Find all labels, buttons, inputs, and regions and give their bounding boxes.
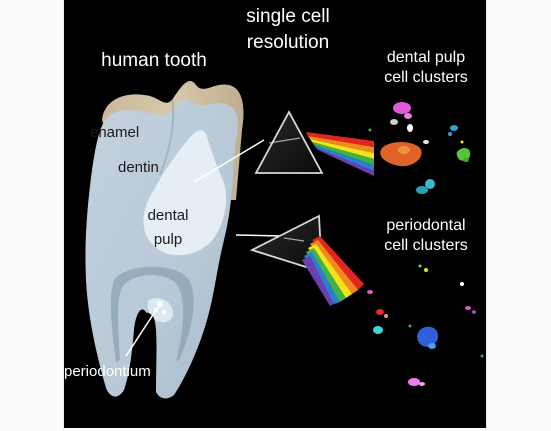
label-periodontium: periodontium xyxy=(64,363,151,380)
rainbow-beam-upper xyxy=(306,132,374,176)
root-sheath xyxy=(110,266,194,362)
right-margin xyxy=(486,0,551,431)
figure-panel: human tooth single cell resolution denta… xyxy=(64,0,486,428)
pointer-line-pulp-upper xyxy=(193,139,265,183)
label-resolution: resolution xyxy=(247,32,329,53)
pulp-cell-clusters xyxy=(368,102,471,194)
pulp-region xyxy=(143,130,227,256)
pointer-line-pulp-lower xyxy=(235,234,283,237)
label-dental: dental xyxy=(148,207,189,224)
pointer-line-periodontium xyxy=(125,303,161,357)
pulp-canal xyxy=(147,298,174,323)
label-pulp: pulp xyxy=(154,231,182,248)
prism-upper xyxy=(254,110,324,174)
label-pulp-clusters-line1: dental pulp xyxy=(387,49,465,66)
rainbow-beam-lower xyxy=(302,236,364,306)
label-human-tooth: human tooth xyxy=(101,50,207,71)
tooth-diagram: human tooth single cell resolution denta… xyxy=(64,6,484,399)
left-margin xyxy=(0,0,64,431)
root-cleft xyxy=(134,312,157,392)
label-perio-clusters-line2: cell clusters xyxy=(384,237,468,254)
tooth-illustration xyxy=(85,80,244,399)
label-single-cell: single cell xyxy=(246,6,329,27)
label-dentin: dentin xyxy=(118,159,159,176)
periodontal-cell-clusters xyxy=(367,264,484,386)
label-pulp-clusters-line2: cell clusters xyxy=(384,69,468,86)
label-perio-clusters-line1: periodontal xyxy=(386,217,465,234)
label-enamel: enamel xyxy=(90,124,139,141)
